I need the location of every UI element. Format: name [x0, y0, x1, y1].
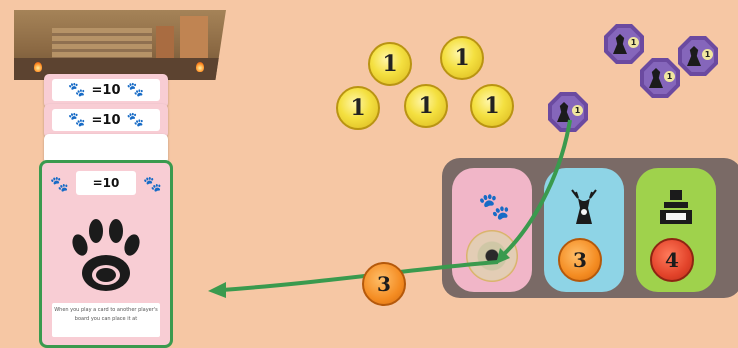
paw-print-icon: 🐾 — [143, 175, 162, 193]
yellow-coin[interactable]: 1 — [470, 84, 514, 128]
purple-token[interactable]: 1 — [640, 58, 680, 98]
card-description: When you play a card to another player's… — [52, 303, 160, 337]
purple-token[interactable]: 1 — [678, 36, 718, 76]
board-slot-paw[interactable]: 🐾 — [452, 168, 532, 292]
board-slot-totem[interactable]: 4 — [636, 168, 716, 292]
card-cost-strip: 🐾 =10 🐾 — [52, 109, 160, 131]
selected-card[interactable]: 🐾 =10 🐾 When you play a card to another … — [39, 160, 173, 348]
paw-print-icon: 🐾 — [68, 82, 86, 98]
arrow-head — [208, 282, 226, 298]
paw-print-icon: 🐾 — [478, 192, 511, 222]
card-cost-label: =10 — [91, 112, 121, 128]
yellow-coin[interactable]: 1 — [368, 42, 412, 86]
warrior-silhouette-icon — [687, 46, 701, 66]
yellow-coin[interactable]: 1 — [440, 36, 484, 80]
moving-orange-coin[interactable]: 3 — [362, 262, 406, 306]
paw-print-icon: 🐾 — [126, 82, 144, 98]
card-cost-label: =10 — [92, 176, 120, 190]
paw-print-icon: 🐾 — [50, 175, 69, 193]
yellow-coin[interactable]: 1 — [404, 84, 448, 128]
stacked-card[interactable]: 🐾 =10 🐾 — [44, 74, 168, 108]
empty-coin-slot[interactable] — [466, 230, 518, 282]
card-cost-strip: =10 — [76, 171, 136, 195]
warrior-silhouette-icon — [649, 68, 663, 88]
arrow-slot-to-card — [221, 260, 499, 292]
card-cost-label: =10 — [91, 82, 121, 98]
paw-print-icon — [72, 219, 140, 291]
paw-print-icon: 🐾 — [126, 112, 144, 128]
totem-icon — [660, 190, 692, 224]
tower-illustration — [156, 26, 174, 62]
red-coin[interactable]: 4 — [650, 238, 694, 282]
tower-illustration — [180, 16, 208, 62]
card-cost-strip: 🐾 =10 🐾 — [52, 79, 160, 101]
arrow-head — [496, 248, 510, 264]
arrow-token-to-slot — [498, 119, 572, 260]
purple-token[interactable]: 1 — [604, 24, 644, 64]
deer-idol-icon — [571, 189, 597, 224]
stacked-card[interactable]: 🐾 =10 🐾 — [44, 104, 168, 138]
location-banner — [14, 10, 226, 80]
torch-fire-icon — [34, 62, 42, 72]
torch-fire-icon — [196, 62, 204, 72]
board-slot-deer[interactable]: 3 — [544, 168, 624, 292]
yellow-coin[interactable]: 1 — [336, 86, 380, 130]
stacked-card[interactable] — [44, 134, 168, 164]
orange-coin[interactable]: 3 — [558, 238, 602, 282]
warrior-silhouette-icon — [557, 102, 571, 122]
paw-print-icon: 🐾 — [68, 112, 86, 128]
warrior-silhouette-icon — [613, 34, 627, 54]
player-board: 🐾 3 4 — [442, 158, 738, 298]
